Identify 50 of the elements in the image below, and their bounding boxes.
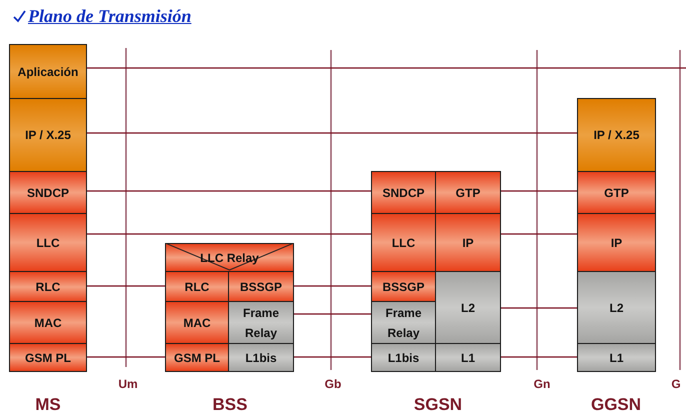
protocol-layer: L2 [577,271,656,344]
connector-line [501,233,577,235]
protocol-layer: L1 [435,343,501,372]
protocol-layer: LLC Relay [165,243,294,272]
protocol-layer: Frame Relay [228,301,294,344]
connector-line [501,356,577,358]
interface-name: Um [118,377,138,391]
protocol-layer: IP / X.25 [9,98,87,172]
connector-line [87,356,165,358]
connector-line [87,132,577,134]
connector-line [294,313,371,315]
protocol-layer: Aplicación [9,44,87,99]
protocol-layer: L1bis [371,343,436,372]
protocol-layer: L1bis [228,343,294,372]
protocol-layer: LLC [9,213,87,272]
connector-line [294,285,371,287]
protocol-layer: BSSGP [371,271,436,303]
protocol-layer: BSSGP [228,271,294,303]
connector-line [501,190,577,192]
connector-line [294,356,371,358]
protocol-layer: GTP [435,171,501,214]
connector-line [87,190,371,192]
protocol-layer: RLC [9,271,87,303]
connector-line [87,67,686,69]
protocol-layer: IP [435,213,501,272]
protocol-layer: MAC [9,301,87,344]
network-element-name: SGSN [414,395,462,414]
protocol-layer: GSM PL [165,343,229,372]
interface-name: G [671,377,681,391]
diagram-title: Plano de Transmisión [28,6,192,27]
protocol-layer: SNDCP [371,171,436,214]
protocol-layer: SNDCP [9,171,87,214]
network-element-name: BSS [212,395,248,414]
connector-line [501,307,577,309]
connector-line [87,285,165,287]
network-element-name: GGSN [590,395,642,414]
protocol-layer: Frame Relay [371,301,436,344]
interface-name: Gn [534,377,550,391]
protocol-layer: L2 [435,271,501,344]
protocol-layer: IP / X.25 [577,98,656,172]
network-element-name: MS [35,395,61,414]
protocol-layer: IP [577,213,656,272]
interface-name: Gb [324,377,342,391]
connector-line [87,233,371,235]
protocol-layer: GSM PL [9,343,87,372]
protocol-layer: MAC [165,301,229,344]
protocol-layer: L1 [577,343,656,372]
protocol-layer: RLC [165,271,229,303]
protocol-layer: LLC [371,213,436,272]
protocol-layer: GTP [577,171,656,214]
